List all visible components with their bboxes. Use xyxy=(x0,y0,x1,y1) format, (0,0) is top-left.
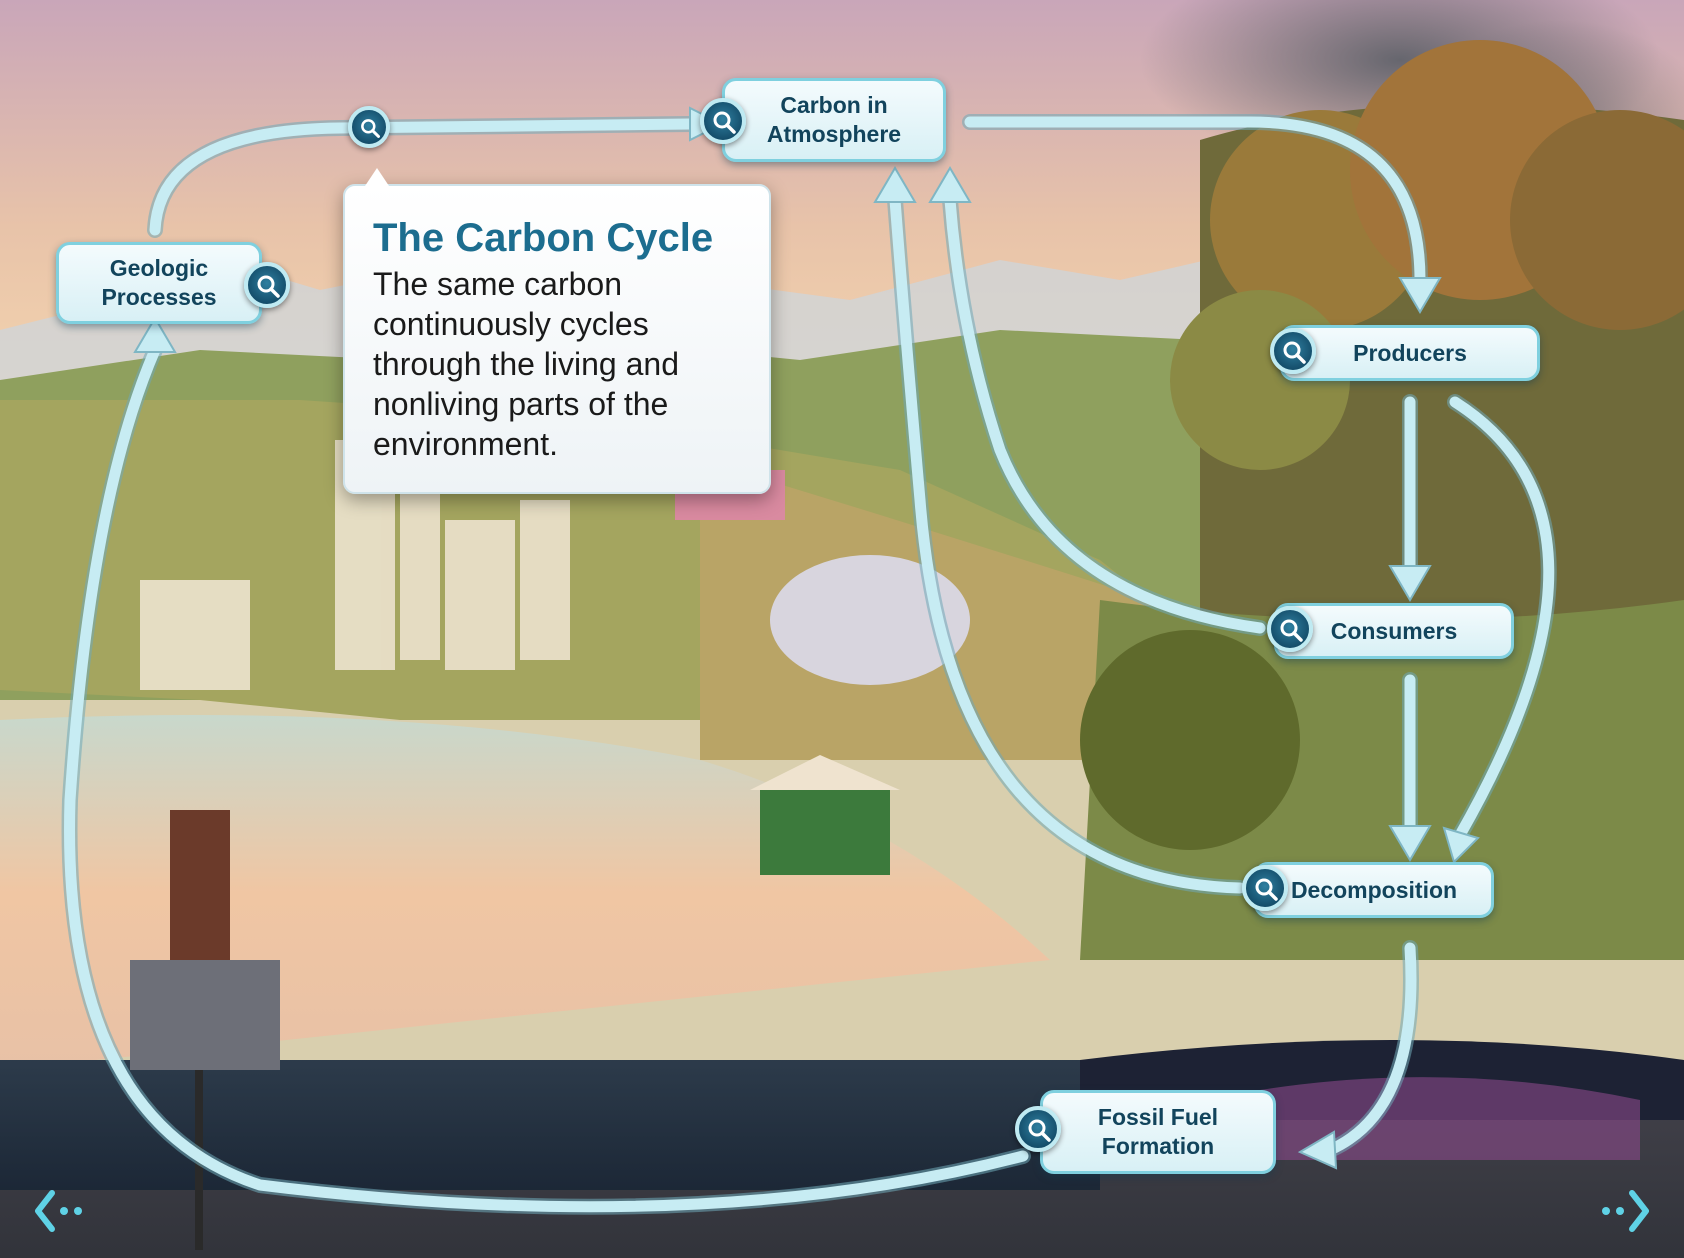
arrow-decomposition-to-atmosphere xyxy=(889,194,1246,894)
node-fossil-line1: Fossil Fuel xyxy=(1097,1104,1219,1130)
next-button[interactable] xyxy=(1594,1185,1654,1237)
node-consumers-label: Consumers xyxy=(1330,617,1458,644)
magnifier-icon[interactable] xyxy=(1270,328,1316,374)
arrow-producers-to-decomposition xyxy=(1449,396,1555,841)
magnifier-icon[interactable] xyxy=(1015,1106,1061,1152)
chevron-right-icon xyxy=(1602,1190,1649,1232)
prev-button[interactable] xyxy=(30,1185,90,1237)
arrow-atmosphere-to-producers xyxy=(964,116,1426,286)
arrowhead-fossil xyxy=(1297,1130,1338,1170)
magnifier-icon[interactable] xyxy=(1267,606,1313,652)
arrowhead-producers xyxy=(1398,277,1442,314)
arrowhead-consumers xyxy=(1388,565,1432,602)
node-fossil-line2: Formation xyxy=(1101,1133,1215,1159)
node-decomposition[interactable]: Decomposition xyxy=(1254,862,1494,918)
arrowhead-decomposition-left xyxy=(1388,825,1432,862)
arrowhead-atmosphere-right xyxy=(873,166,917,203)
magnifier-icon[interactable] xyxy=(1242,865,1288,911)
arrow-geologic-to-atmosphere xyxy=(149,118,696,236)
node-producers-label: Producers xyxy=(1353,339,1467,366)
node-fossil-fuel-formation[interactable]: Fossil Fuel Formation xyxy=(1040,1090,1276,1174)
arrow-consumers-to-atmosphere xyxy=(944,194,1266,634)
info-tooltip: The Carbon Cycle The same carbon continu… xyxy=(343,168,771,494)
arrowhead-geologic xyxy=(133,316,177,353)
tooltip-title: The Carbon Cycle xyxy=(373,216,714,260)
node-geologic-processes[interactable]: Geologic Processes xyxy=(56,242,262,324)
arrow-decomposition-to-fossil xyxy=(1324,942,1417,1156)
arrowhead-atmosphere-left xyxy=(928,166,972,203)
tooltip-description: The same carbon continuously cycles thro… xyxy=(373,266,679,462)
chevron-left-icon xyxy=(35,1190,82,1232)
node-consumers[interactable]: Consumers xyxy=(1274,603,1514,659)
arrowhead-decomposition-right xyxy=(1442,826,1480,864)
node-carbon-atmosphere-line1: Carbon in xyxy=(780,92,888,118)
magnifier-icon[interactable] xyxy=(348,106,390,148)
node-geologic-line1: Geologic xyxy=(109,255,209,281)
arrow-fossil-to-geologic xyxy=(64,344,1029,1213)
magnifier-icon[interactable] xyxy=(700,98,746,144)
node-geologic-line2: Processes xyxy=(101,284,217,310)
node-decomposition-label: Decomposition xyxy=(1290,876,1458,903)
node-carbon-atmosphere-line2: Atmosphere xyxy=(766,121,902,147)
magnifier-icon[interactable] xyxy=(244,262,290,308)
node-producers[interactable]: Producers xyxy=(1280,325,1540,381)
node-carbon-atmosphere[interactable]: Carbon in Atmosphere xyxy=(722,78,946,162)
